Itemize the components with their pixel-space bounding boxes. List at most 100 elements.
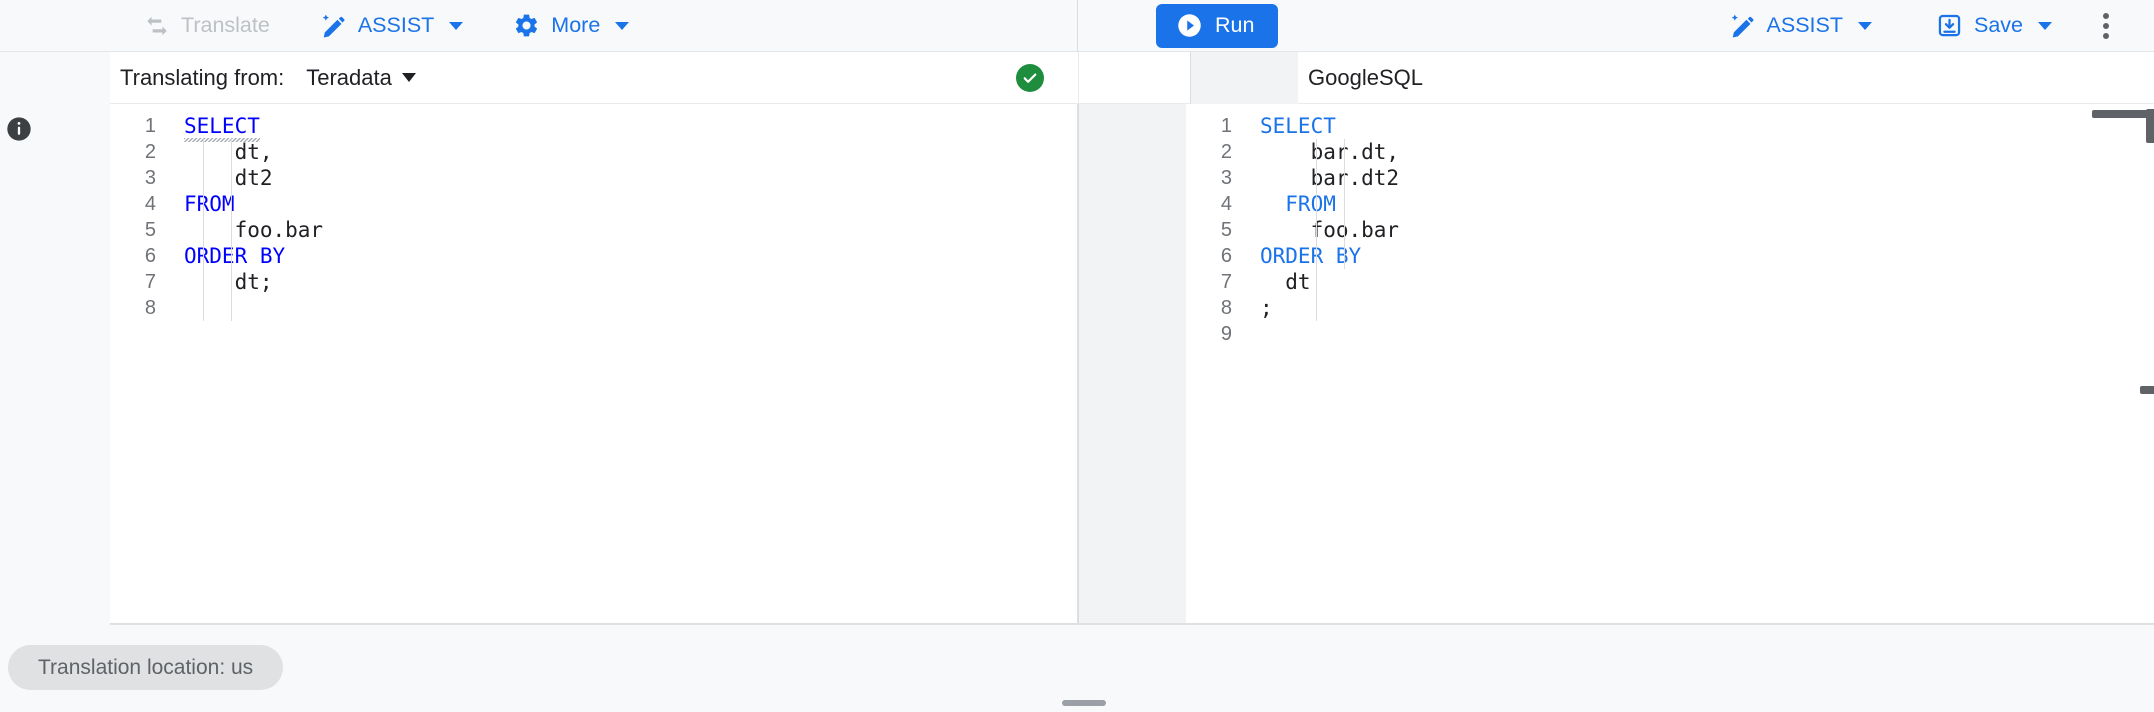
code-line: 2 dt,	[110, 139, 1077, 165]
magic-pencil-icon	[320, 12, 347, 39]
line-number: 4	[144, 193, 156, 215]
play-circle-icon	[1176, 12, 1203, 39]
assist-right-button[interactable]: ASSIST	[1725, 6, 1876, 46]
indent-guide	[203, 269, 204, 321]
translate-button[interactable]: Translate	[140, 6, 274, 46]
code-text: bar.dt2	[1260, 166, 1400, 190]
chevron-down-icon	[615, 21, 630, 30]
target-left-rail	[1078, 104, 1186, 625]
save-download-icon	[1936, 12, 1963, 39]
code-line: 9	[1186, 321, 2154, 347]
indent-guide	[231, 139, 232, 217]
translate-label: Translate	[181, 13, 270, 37]
kebab-dot	[2103, 22, 2109, 29]
toolbar-left-group: Translate ASSIST More	[0, 0, 1078, 52]
source-dialect-select[interactable]: Teradata	[306, 65, 416, 91]
chevron-down-icon	[401, 73, 416, 82]
bottom-status-bar: Translation location: us	[0, 625, 2154, 712]
splitter-handle-bottom[interactable]	[2140, 386, 2154, 394]
code-text: dt;	[184, 270, 273, 294]
line-number: 1	[1220, 115, 1232, 137]
code-text: dt	[1260, 270, 1311, 294]
indent-guide	[231, 269, 232, 321]
line-number: 8	[1220, 297, 1232, 319]
chevron-down-icon	[2038, 21, 2052, 30]
line-number: 3	[1220, 167, 1232, 189]
splitter-handle-top[interactable]	[2146, 109, 2154, 143]
line-number: 2	[1220, 141, 1232, 163]
code-text: ;	[1260, 296, 1273, 320]
code-line: 7 dt	[1186, 269, 2154, 295]
code-line: 2 bar.dt,	[1186, 139, 2154, 165]
translation-location-label: Translation location: us	[38, 655, 254, 679]
code-text: SELECT	[184, 113, 260, 142]
info-icon[interactable]	[5, 115, 33, 148]
line-number: 9	[1220, 323, 1232, 345]
code-text: ORDER BY	[184, 244, 286, 268]
indent-guide	[203, 217, 204, 269]
line-number: 6	[144, 245, 156, 267]
translating-from-label: Translating from:	[120, 64, 285, 90]
code-line: 4 FROM	[1186, 191, 2154, 217]
chevron-down-icon	[449, 21, 464, 30]
code-line: 7 dt;	[110, 269, 1077, 295]
code-line: 5 foo.bar	[1186, 217, 2154, 243]
line-number: 6	[1220, 245, 1232, 267]
code-line: 8	[110, 295, 1077, 321]
code-text: ORDER BY	[1260, 244, 1362, 268]
indent-guide	[1316, 139, 1317, 217]
indent-guide	[1344, 217, 1345, 269]
run-button[interactable]: Run	[1156, 3, 1279, 48]
kebab-dot	[2103, 32, 2109, 39]
gear-icon	[513, 12, 540, 39]
indent-guide	[1344, 139, 1345, 217]
check-circle-icon	[1016, 63, 1044, 92]
kebab-menu-icon[interactable]	[2086, 6, 2126, 46]
line-number: 4	[1220, 193, 1232, 215]
code-text: foo.bar	[184, 218, 324, 242]
line-number: 5	[144, 219, 156, 241]
source-dialect-value: Teradata	[306, 64, 392, 90]
more-label: More	[551, 13, 601, 37]
line-number: 8	[144, 297, 156, 319]
code-line: 6 ORDER BY	[1186, 243, 2154, 269]
toolbar-right-group: Run ASSIST	[1078, 0, 2154, 52]
code-text: dt,	[184, 140, 273, 164]
assist-left-label: ASSIST	[357, 13, 435, 37]
dialect-right-gutter	[1190, 52, 1298, 104]
target-dialect-bar: GoogleSQL	[1298, 52, 2154, 104]
more-button[interactable]: More	[509, 6, 633, 46]
save-button[interactable]: Save	[1932, 6, 2056, 46]
indent-guide	[1316, 217, 1317, 269]
code-line: 8;	[1186, 295, 2154, 321]
source-info-rail	[0, 104, 110, 625]
indent-guide	[1316, 269, 1317, 321]
chevron-down-icon	[1857, 21, 1872, 30]
line-number: 3	[144, 167, 156, 189]
save-label: Save	[1973, 13, 2023, 37]
code-text: bar.dt,	[1260, 140, 1400, 164]
assist-left-button[interactable]: ASSIST	[316, 6, 467, 46]
run-label: Run	[1215, 13, 1255, 37]
line-number: 1	[144, 115, 156, 137]
code-line: 6 ORDER BY	[110, 243, 1077, 269]
validation-status	[1016, 63, 1044, 92]
indent-guide	[203, 139, 204, 217]
code-line: 3 dt2	[110, 165, 1077, 191]
line-number: 5	[1220, 219, 1232, 241]
horizontal-scrollbar-thumb[interactable]	[2092, 110, 2154, 118]
dialect-divider	[1078, 52, 1190, 104]
indent-guide	[231, 217, 232, 269]
target-dialect-value: GoogleSQL	[1308, 64, 1423, 90]
bottom-drag-handle[interactable]	[1062, 700, 1106, 706]
code-line: 3 bar.dt2	[1186, 165, 2154, 191]
kebab-dot	[2103, 12, 2109, 19]
source-dialect-bar: Translating from: Teradata	[110, 52, 1078, 104]
